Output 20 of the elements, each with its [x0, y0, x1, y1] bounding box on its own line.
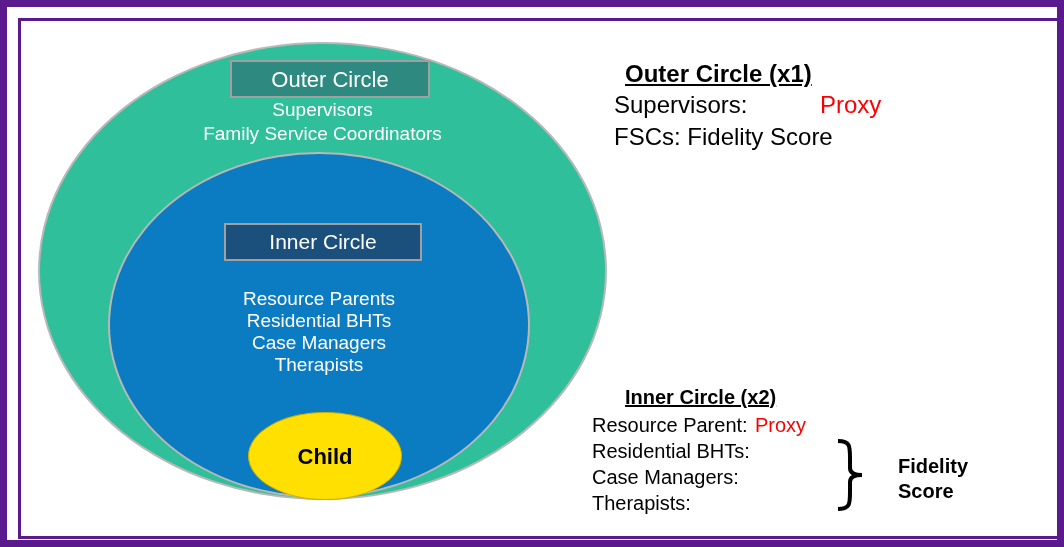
- list-item: Case Managers:: [592, 465, 739, 490]
- member-text: Case Managers: [251, 332, 387, 354]
- list-item: Residential BHTs:: [592, 439, 750, 464]
- member-text: Therapists: [274, 354, 364, 376]
- list-item: Resource Parent:: [592, 413, 748, 438]
- circle-label: Child: [297, 442, 353, 471]
- title-banner: Inner Circle: [224, 223, 422, 261]
- member-text: Supervisors: [272, 98, 373, 122]
- group-label: Fidelity Score: [898, 454, 969, 504]
- title-banner: Outer Circle: [230, 60, 430, 98]
- list-item: Therapists:: [592, 491, 691, 516]
- member-text: Resource Parents: [242, 288, 396, 310]
- section-heading: Outer Circle (x1): [625, 59, 812, 89]
- status-text: Proxy: [820, 90, 882, 120]
- member-text: Family Service Coordinators: [203, 122, 442, 146]
- status-text: Proxy: [755, 413, 807, 438]
- list-item: Supervisors:: [614, 90, 748, 120]
- list-item: FSCs: Fidelity Score: [614, 122, 833, 152]
- section-heading: Inner Circle (x2): [625, 385, 777, 410]
- member-text: Residential BHTs: [246, 310, 392, 332]
